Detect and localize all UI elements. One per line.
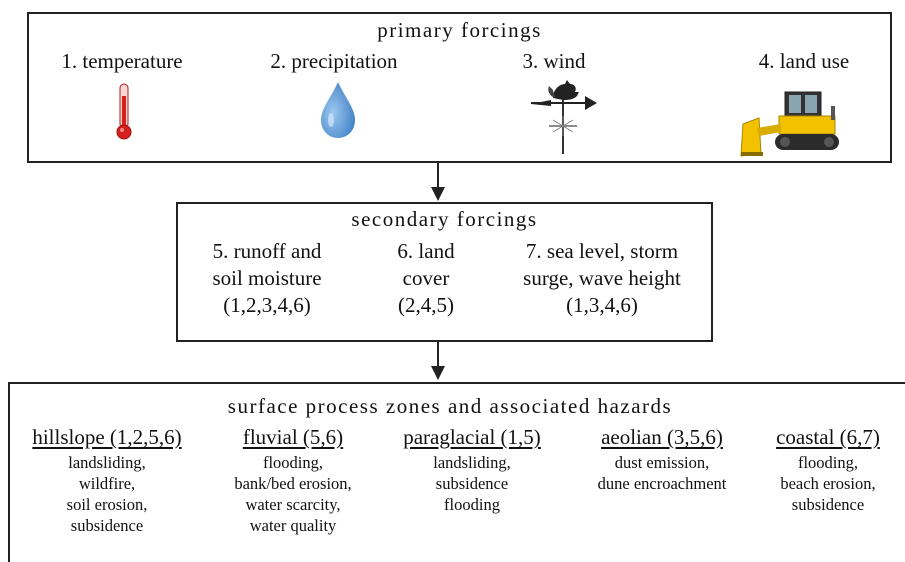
hazard: subsidence xyxy=(791,495,865,514)
secondary-line: cover xyxy=(402,266,450,290)
zone-hazards: flooding, bank/bed erosion, water scarci… xyxy=(218,452,368,536)
zone-hazards: flooding, beach erosion, subsidence xyxy=(758,452,898,515)
zone-fluvial: fluvial (5,6) flooding, bank/bed erosion… xyxy=(218,424,368,536)
hazard: dune encroachment xyxy=(597,474,727,493)
hazard: soil erosion, xyxy=(66,495,148,514)
secondary-line: soil moisture xyxy=(212,266,322,290)
zone-paraglacial: paraglacial (1,5) landsliding, subsidenc… xyxy=(382,424,562,515)
bulldozer-icon xyxy=(740,91,839,157)
hazard: landsliding, xyxy=(433,453,511,472)
primary-item-label: 4. land use xyxy=(758,49,850,73)
hazard: landsliding, xyxy=(68,453,146,472)
water-drop-icon xyxy=(321,82,355,138)
secondary-line: surge, wave height xyxy=(523,266,681,290)
hazard: beach erosion, xyxy=(780,474,876,493)
hazard: water scarcity, xyxy=(245,495,341,514)
weather-vane-icon xyxy=(531,80,597,154)
primary-item-wind: 3. wind xyxy=(494,48,614,75)
secondary-forcings-box: secondary forcings 5. runoff and soil mo… xyxy=(176,202,713,342)
primary-forcings-title: primary forcings xyxy=(377,18,542,42)
primary-item-label: 3. wind xyxy=(522,49,586,73)
surface-zones-title: surface process zones and associated haz… xyxy=(227,394,673,418)
hazard: subsidence xyxy=(435,474,509,493)
hazard: flooding, xyxy=(262,453,324,472)
zone-heading: coastal (6,7) xyxy=(776,425,880,449)
zone-aeolian: aeolian (3,5,6) dust emission, dune encr… xyxy=(572,424,752,494)
secondary-item-land-cover: 6. land cover (2,4,5) xyxy=(366,238,486,319)
secondary-line: (2,4,5) xyxy=(398,293,454,317)
zone-hazards: landsliding, wildfire, soil erosion, sub… xyxy=(12,452,202,536)
zone-heading: fluvial (5,6) xyxy=(242,425,344,449)
zone-hazards: dust emission, dune encroachment xyxy=(572,452,752,494)
primary-item-label: 1. temperature xyxy=(61,49,183,73)
secondary-forcings-title: secondary forcings xyxy=(351,207,538,231)
primary-item-temperature: 1. temperature xyxy=(37,48,207,75)
secondary-item-sea-level: 7. sea level, storm surge, wave height (… xyxy=(496,238,708,319)
arrow-secondary-to-zones xyxy=(431,342,445,380)
hazard: bank/bed erosion, xyxy=(234,474,352,493)
hazard: subsidence xyxy=(70,516,144,535)
hazard: water quality xyxy=(249,516,337,535)
hazard: flooding xyxy=(444,495,500,514)
zone-hillslope: hillslope (1,2,5,6) landsliding, wildfir… xyxy=(12,424,202,536)
zone-coastal: coastal (6,7) flooding, beach erosion, s… xyxy=(758,424,898,515)
thermometer-icon xyxy=(116,83,132,140)
zone-hazards: landsliding, subsidence flooding xyxy=(382,452,562,515)
hazard: flooding, xyxy=(797,453,859,472)
secondary-line: (1,2,3,4,6) xyxy=(223,293,311,317)
arrow-primary-to-secondary xyxy=(431,163,445,201)
secondary-line: (1,3,4,6) xyxy=(566,293,638,317)
hazard: dust emission, xyxy=(614,453,710,472)
primary-item-precipitation: 2. precipitation xyxy=(239,48,429,75)
zone-heading: paraglacial (1,5) xyxy=(403,425,541,449)
secondary-line: 5. runoff and xyxy=(212,239,322,263)
surface-zones-box: surface process zones and associated haz… xyxy=(8,382,905,562)
secondary-line: 7. sea level, storm xyxy=(525,239,679,263)
secondary-line: 6. land xyxy=(397,239,455,263)
primary-item-label: 2. precipitation xyxy=(270,49,398,73)
hazard: wildfire, xyxy=(78,474,136,493)
secondary-item-runoff: 5. runoff and soil moisture (1,2,3,4,6) xyxy=(182,238,352,319)
primary-item-land-use: 4. land use xyxy=(729,48,879,75)
zone-heading: aeolian (3,5,6) xyxy=(601,425,723,449)
zone-heading: hillslope (1,2,5,6) xyxy=(32,425,182,449)
primary-forcings-box: primary forcings 1. temperature 2. preci… xyxy=(27,12,892,163)
